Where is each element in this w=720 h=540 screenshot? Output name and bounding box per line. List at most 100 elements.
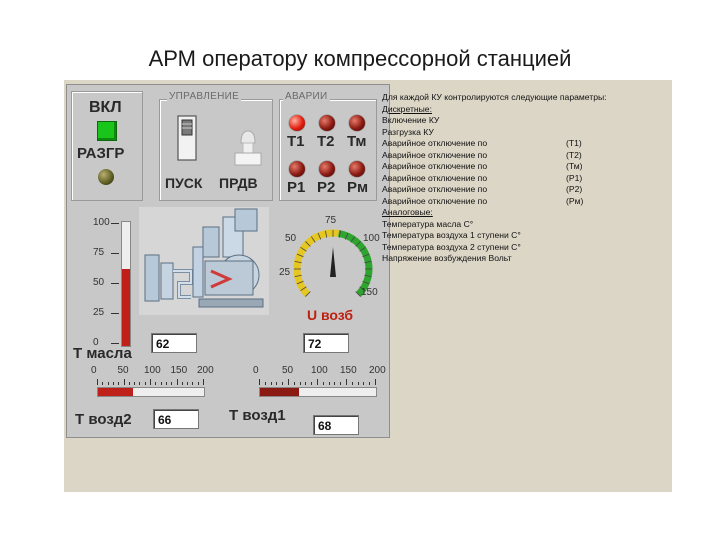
scada-panel: ВКЛ РАЗГР УПРАВЛЕНИЕ ПУСК ПРДВ АВАРИИ xyxy=(66,84,390,438)
alarm-label: Т2 xyxy=(317,133,335,150)
alarm-led xyxy=(319,115,335,131)
t-air1-label: Т возд1 xyxy=(229,407,286,424)
u-vozb-value: 72 xyxy=(303,333,349,353)
h-scale-tick xyxy=(97,379,98,385)
h-scale-tick-label: 200 xyxy=(197,365,214,376)
param-intro: Для каждой КУ контролируются следующие п… xyxy=(382,92,607,102)
discrete-param-text: Аварийное отключение по xyxy=(382,195,488,206)
h-scale-tick xyxy=(144,382,146,385)
prdv-label: ПРДВ xyxy=(219,175,258,191)
oil-scale-tick xyxy=(111,253,119,254)
discrete-param-row: Аварийное отключение по(Р2) xyxy=(382,184,672,196)
gauge-tick-label: 150 xyxy=(361,287,378,298)
alarm-label: Р2 xyxy=(317,179,336,196)
oil-temp-bar xyxy=(121,221,131,347)
discrete-param-row: Аварийное отключение по (Рм) xyxy=(382,196,672,208)
gauge-tick-label: 100 xyxy=(363,233,380,244)
alarm-label: Тм xyxy=(347,133,367,150)
h-scale-tick xyxy=(192,382,194,385)
oil-scale-tick-label: 75 xyxy=(93,247,105,258)
oil-scale-tick-label: 100 xyxy=(93,217,110,228)
gauge-tick-label: 75 xyxy=(325,215,337,226)
t-air1-value: 68 xyxy=(313,415,359,435)
vkl-label: ВКЛ xyxy=(89,99,122,116)
control-group-label: УПРАВЛЕНИЕ xyxy=(167,91,242,102)
push-button-icon[interactable] xyxy=(233,129,263,169)
oil-temp-fill xyxy=(122,269,130,346)
gauge-tick xyxy=(359,286,366,291)
h-scale-tick xyxy=(197,382,199,385)
discrete-param-code: (Тм) xyxy=(566,161,583,171)
analog-param-row: Температура воздуха 2 ступени С° xyxy=(382,241,521,252)
h-scale-tick xyxy=(203,379,204,385)
slide-title: АРМ оператору компрессорной станцией xyxy=(148,46,572,71)
gauge-dial xyxy=(293,229,373,297)
h-scale-tick xyxy=(155,382,157,385)
gauge-green-arc xyxy=(337,229,373,297)
h-scale-tick xyxy=(317,379,318,385)
h-scale-tick xyxy=(134,382,136,385)
toggle-switch-icon[interactable] xyxy=(177,115,197,161)
gauge-tick xyxy=(324,230,328,238)
gauge-tick xyxy=(355,241,361,247)
h-scale-tick xyxy=(181,382,183,385)
gauge-tick xyxy=(362,280,370,285)
pusk-label: ПУСК xyxy=(165,175,203,191)
h-scale-tick xyxy=(346,379,347,385)
h-scale-tick xyxy=(123,379,125,385)
alarm-label: Т1 xyxy=(287,133,305,150)
h-scale-tick xyxy=(160,382,162,385)
h-scale-tick xyxy=(118,382,120,385)
compressor-unit-icon xyxy=(139,207,269,315)
discrete-param-text: Разгрузка КУ xyxy=(382,126,434,137)
h-scale-tick xyxy=(276,382,278,385)
discrete-param-text: Аварийное отключение по xyxy=(382,184,488,194)
h-scale-tick xyxy=(102,382,104,385)
gauge-tick-label: 50 xyxy=(285,233,297,244)
discrete-param-row: Аварийное отключение по(Т1) xyxy=(382,138,672,150)
t-oil-value: 62 xyxy=(151,333,197,353)
h-scale-tick xyxy=(288,379,289,385)
operator-screen: ВКЛ РАЗГР УПРАВЛЕНИЕ ПУСК ПРДВ АВАРИИ xyxy=(64,80,672,492)
alarm-led xyxy=(289,115,305,131)
h-scale-tick xyxy=(259,379,260,385)
gauge-tick xyxy=(294,274,302,278)
h-scale-tick xyxy=(311,382,313,385)
discrete-param-text: Аварийное отключение по xyxy=(382,149,488,160)
t-air2-fill xyxy=(98,388,133,396)
discrete-param-row: Аварийное отключение по(Р1) xyxy=(382,173,672,185)
discrete-param-text: Аварийное отключение по xyxy=(382,161,488,171)
discrete-param-row: Разгрузка КУ xyxy=(382,127,672,139)
h-scale-tick-label: 0 xyxy=(253,365,259,376)
alarm-label: Рм xyxy=(347,179,369,196)
oil-scale-tick-label: 50 xyxy=(93,277,105,288)
gauge-tick xyxy=(296,253,304,258)
alarm-group-label: АВАРИИ xyxy=(283,91,330,102)
t-oil-label: Т масла xyxy=(73,345,132,362)
gauge-tick xyxy=(355,291,361,297)
discrete-param-row: Аварийное отключение по(Т2) xyxy=(382,150,672,162)
h-scale-tick xyxy=(165,382,167,385)
h-scale-tick xyxy=(112,382,114,385)
h-scale-tick-label: 50 xyxy=(282,365,294,376)
parameter-list: Для каждой КУ контролируются следующие п… xyxy=(382,92,672,265)
gauge-needle xyxy=(330,247,336,277)
h-scale-tick xyxy=(176,379,178,385)
gauge-tick xyxy=(362,253,370,258)
h-scale-tick xyxy=(305,382,307,385)
h-scale-tick xyxy=(187,382,189,385)
gauge-tick xyxy=(364,260,372,264)
h-scale-tick xyxy=(139,382,141,385)
h-scale-tick xyxy=(351,382,353,385)
discrete-param-code: (Т1) xyxy=(566,138,582,148)
razgr-indicator xyxy=(98,169,114,185)
razgr-label: РАЗГР xyxy=(77,145,125,162)
alarm-led xyxy=(289,161,305,177)
discrete-param-code: (Рм) xyxy=(566,195,584,206)
gauge-tick xyxy=(344,232,349,240)
discrete-param-text: Включение КУ xyxy=(382,115,440,125)
analog-param-row: Температура масла С° xyxy=(382,218,474,229)
h-scale-tick xyxy=(107,382,109,385)
